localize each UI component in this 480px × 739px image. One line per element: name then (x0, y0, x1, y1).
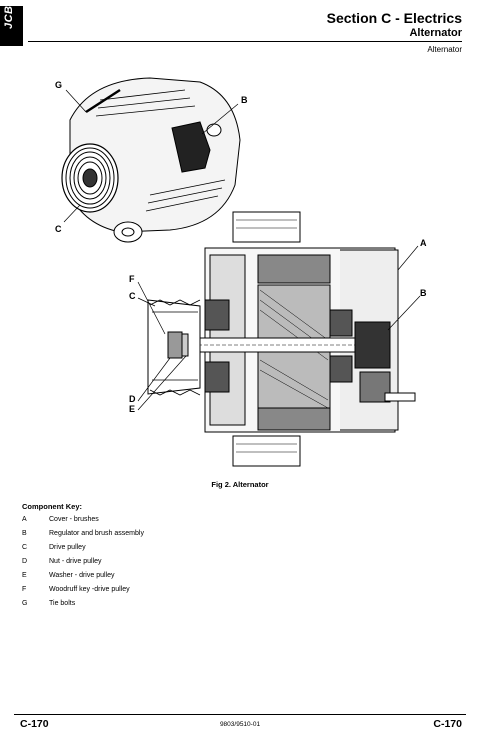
alternator-perspective-view (61, 77, 241, 243)
key-description: Tie bolts (49, 600, 76, 607)
key-description: Regulator and brush assembly (49, 530, 144, 537)
key-letter: E (22, 572, 27, 579)
key-letter: B (22, 530, 27, 537)
callout-b-top: B (241, 95, 248, 105)
callout-f-section: F (129, 274, 135, 284)
key-description: Drive pulley (49, 544, 86, 551)
jcb-logo: JCB (0, 5, 23, 46)
callout-b-section: B (420, 288, 427, 298)
callout-c-top: C (55, 224, 62, 234)
callout-a-section: A (420, 238, 427, 248)
callout-e-section: E (129, 404, 136, 414)
key-letter: C (22, 544, 28, 551)
header-rule (28, 41, 462, 42)
alternator-section-view (137, 211, 421, 467)
key-description: Cover - brushes (49, 516, 99, 523)
page-number-left: C-170 (20, 718, 49, 730)
key-letter: D (22, 558, 28, 565)
section-title: Section C - Electrics (326, 10, 462, 26)
callout-g-top: G (55, 80, 63, 90)
figure-caption: Fig 2. Alternator (211, 480, 269, 489)
key-description: Washer - drive pulley (49, 572, 115, 579)
key-description: Woodruff key -drive pulley (49, 586, 130, 593)
page-number-right: C-170 (433, 718, 462, 730)
callout-c-section: C (129, 291, 136, 301)
document-number: 9803/9510-01 (219, 721, 261, 728)
alternator-illustration (61, 77, 421, 467)
callout-d-section: D (129, 394, 136, 404)
key-letter: A (22, 516, 27, 523)
footer-rule (14, 714, 466, 715)
key-letter: F (22, 586, 27, 593)
key-description: Nut - drive pulley (49, 558, 102, 565)
component-key-title: Component Key: (22, 502, 82, 511)
key-letter: G (22, 600, 28, 607)
page-subtitle: Alternator (427, 45, 462, 54)
section-subtitle: Alternator (409, 27, 462, 39)
